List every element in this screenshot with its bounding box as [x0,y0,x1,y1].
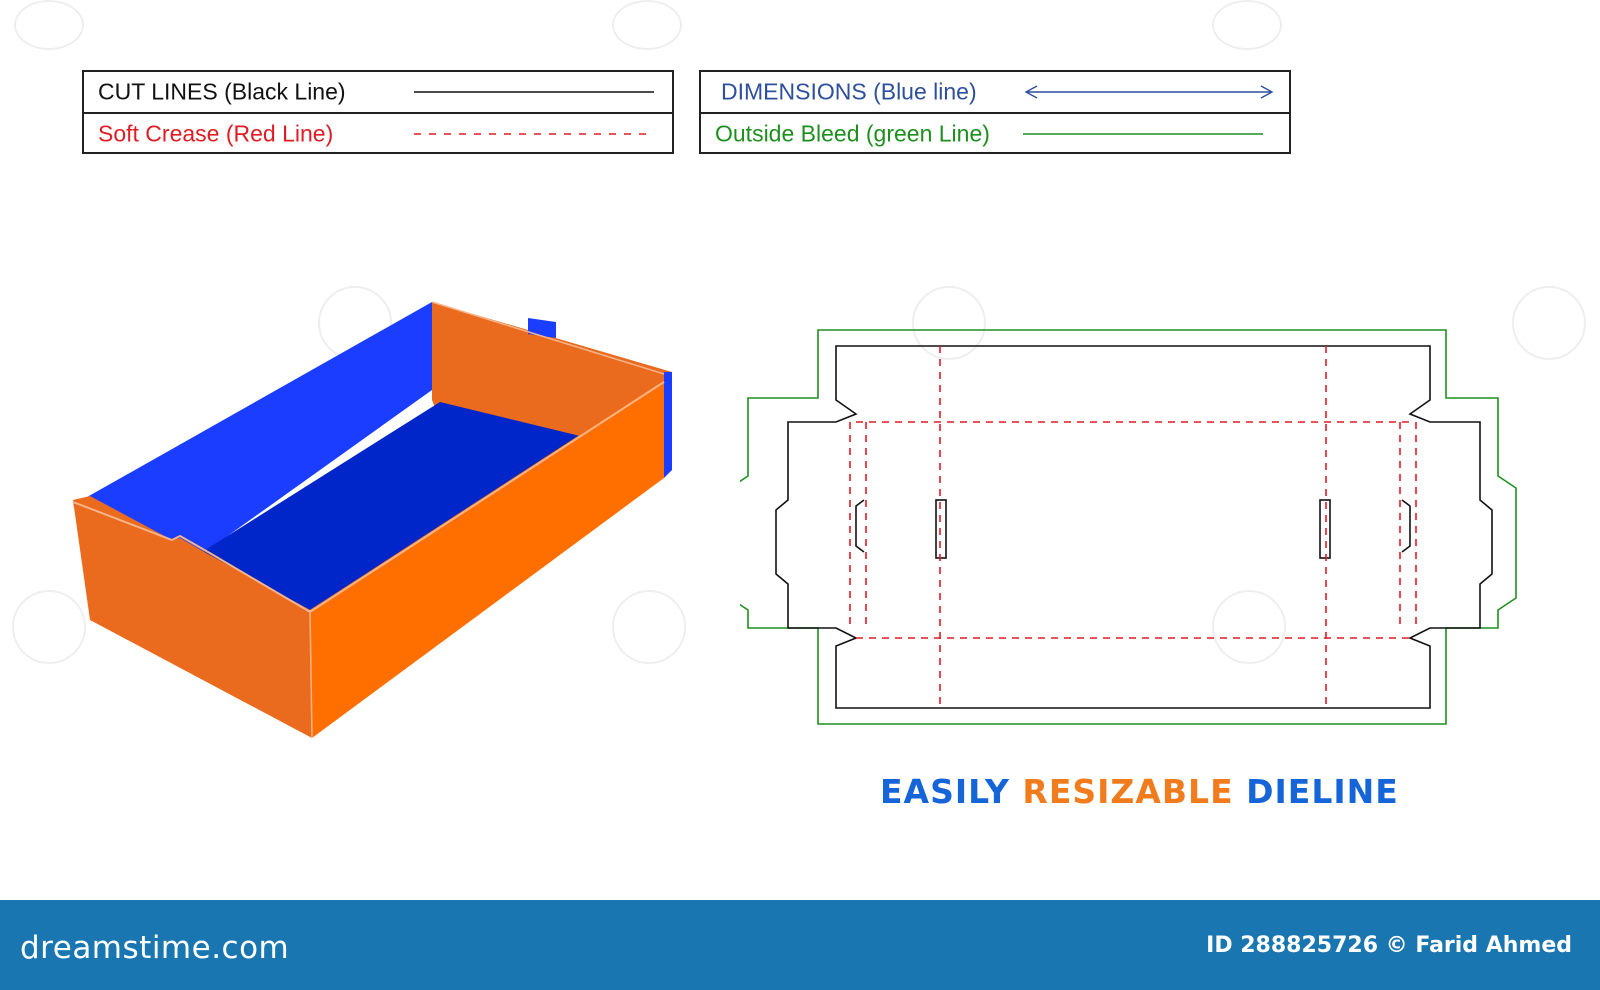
box-back-edge [431,301,665,375]
caption-easily-resizable-dieline: EASILY RESIZABLE DIELINE [880,772,1398,811]
footer-bar: dreamstime.com ID 288825726 © Farid Ahme… [0,900,1600,990]
cut-line-outline [775,345,1493,709]
box-3d-illustration [72,301,672,739]
box-floor [202,402,580,610]
cut-line-sample [414,91,654,93]
legend-row-cut-lines: CUT LINES (Black Line) [84,72,672,112]
dreamstime-logo[interactable]: dreamstime.com [20,930,290,966]
watermark-icon [1512,286,1586,360]
crease-lines [849,346,1417,708]
outside-bleed-label: Outside Bleed (green Line) [715,120,990,147]
caption-word-3: DIELINE [1246,772,1399,811]
soft-crease-sample [414,133,654,135]
watermark-icon [14,0,84,50]
box-top-edge [72,381,665,614]
legend-table-left: CUT LINES (Black Line) Soft Crease (Red … [82,70,674,154]
box-dieline [740,329,1517,725]
legend-row-soft-crease: Soft Crease (Red Line) [84,112,672,154]
watermark-icon [612,590,686,664]
box-front-left-wall [73,496,312,738]
box-front-long-wall [310,380,664,738]
soft-crease-label: Soft Crease (Red Line) [98,120,334,147]
dimensions-label: DIMENSIONS (Blue line) [721,78,977,105]
cut-lines-label: CUT LINES (Black Line) [98,78,346,105]
right-slot [1319,499,1331,559]
left-notch [855,499,865,553]
box-right-end-edge [664,372,672,478]
caption-word-2: RESIZABLE [1022,772,1234,811]
watermark-icon [12,590,86,664]
watermark-icon [1212,590,1286,664]
left-slot [935,499,947,559]
box-inner-back-wall [73,302,432,550]
legend-row-dimensions: DIMENSIONS (Blue line) [701,72,1289,112]
box-corner-edge [309,609,313,739]
legend-row-outside-bleed: Outside Bleed (green Line) [701,112,1289,154]
watermark-icon [1212,0,1282,50]
dimension-arrow-icon [1024,85,1274,99]
watermark-icon [912,286,986,360]
box-tab [528,318,556,338]
legend-table-right: DIMENSIONS (Blue line) Outside Bleed (gr… [699,70,1291,154]
watermark-icon [612,0,682,50]
right-notch [1401,499,1411,553]
outside-bleed-line [740,329,1517,725]
image-credit: ID 288825726 © Farid Ahmed [1206,933,1572,958]
outside-bleed-sample [1023,133,1263,135]
caption-word-1: EASILY [880,772,1010,811]
